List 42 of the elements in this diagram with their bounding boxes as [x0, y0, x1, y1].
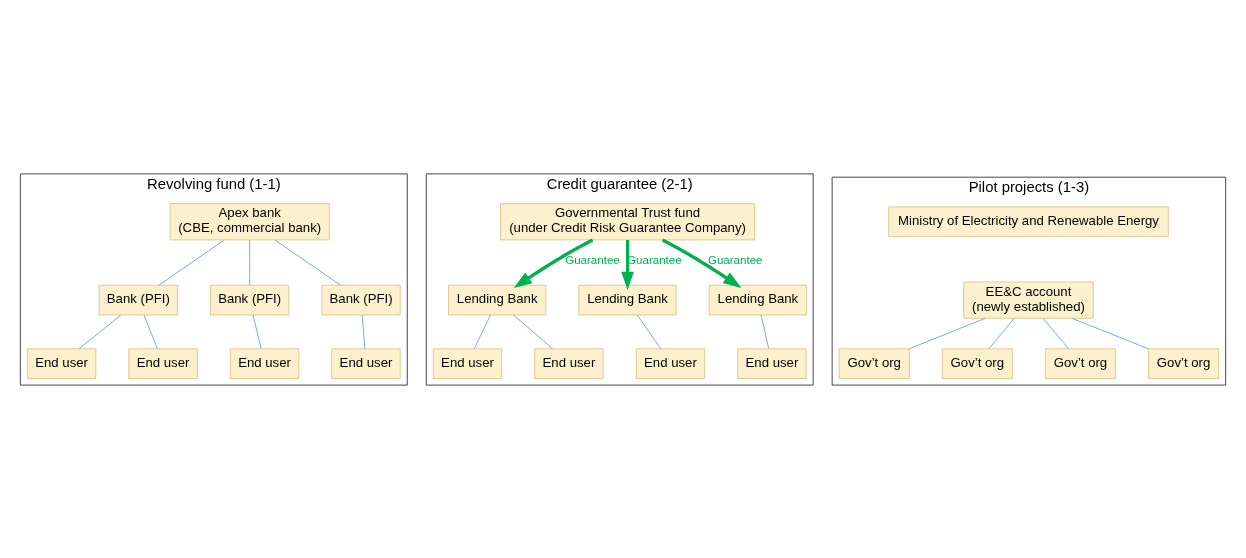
connector [143, 314, 158, 349]
connector [252, 314, 262, 349]
connector [1042, 317, 1070, 349]
connector [158, 239, 225, 285]
node-box: End user [635, 347, 706, 379]
connector [636, 314, 661, 349]
edge-label: Guarantee [565, 253, 620, 266]
node-box: End user [534, 347, 604, 379]
connector [473, 314, 491, 349]
connector [274, 239, 341, 285]
node-box: Ministry of Electricity and Renewable Energy [888, 206, 1169, 237]
node-box: End user [432, 347, 503, 379]
arrow [621, 239, 634, 290]
connector [513, 314, 553, 349]
connector [1071, 317, 1149, 349]
connector [78, 314, 122, 349]
connector [988, 317, 1015, 349]
node-box: Apex bank (CBE, commercial bank) [169, 202, 330, 240]
node-box: End user [229, 347, 300, 379]
connector [249, 239, 251, 285]
node-box: Lending Bank [578, 284, 677, 315]
arrow [513, 238, 594, 288]
node-box: End user [128, 347, 198, 379]
node-box: Lending Bank [708, 284, 807, 315]
node-box: Gov’t org [1148, 347, 1220, 379]
node-box: Governmental Trust fund (under Credit Risk Guarantee Company) [500, 202, 755, 240]
node-box: Bank (PFI) [210, 284, 290, 315]
node-box: Bank (PFI) [98, 284, 178, 315]
edge-label: Guarantee [707, 253, 763, 266]
node-box: Gov’t org [941, 347, 1013, 379]
node-box: End user [737, 347, 807, 379]
node-box: End user [331, 347, 401, 379]
node-box: Bank (PFI) [321, 284, 401, 315]
connector [361, 314, 366, 349]
node-box: Lending Bank [448, 284, 547, 315]
connector [908, 317, 986, 349]
arrow [661, 238, 742, 288]
node-box: EE&C account (newly established) [963, 281, 1094, 319]
node-box: Gov’t org [1045, 347, 1116, 379]
connector [760, 314, 770, 349]
node-box: End user [26, 347, 97, 379]
node-box: Gov’t org [838, 347, 910, 379]
